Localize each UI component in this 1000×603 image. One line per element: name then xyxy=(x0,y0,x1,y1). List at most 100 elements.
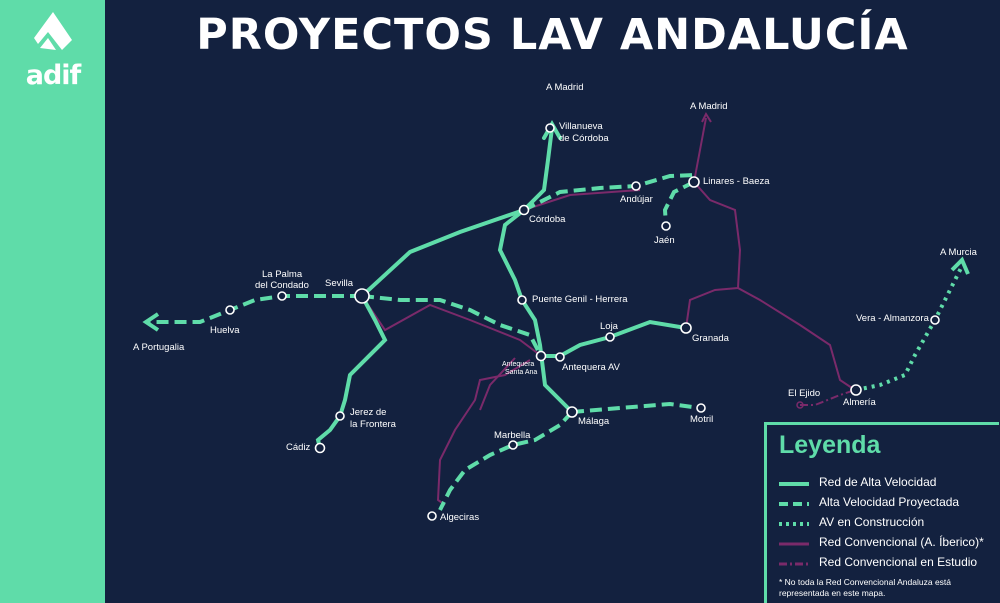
label-vera: Vera - Almanzora xyxy=(856,313,930,324)
proj-sevilla-portugal xyxy=(148,294,362,324)
station-antequera-sa xyxy=(535,350,547,362)
label-huelva: Huelva xyxy=(210,325,240,336)
legend-note: * No toda la Red Convencional Andaluza e… xyxy=(779,577,952,598)
label-villanueva-2: de Córdoba xyxy=(559,133,609,144)
label-puente-genil: Puente Genil - Herrera xyxy=(532,294,628,305)
legend-label: Red de Alta Velocidad xyxy=(819,475,937,489)
station-jerez xyxy=(335,411,345,421)
station-loja xyxy=(605,332,615,342)
dashdot-purple-line-icon xyxy=(779,562,809,566)
legend-label: Red Convencional (A. Íberico)* xyxy=(819,535,984,549)
station-almeria xyxy=(850,384,862,396)
label-jerez-2: la Frontera xyxy=(350,419,397,430)
station-granada xyxy=(680,322,692,334)
station-marbella xyxy=(508,440,518,450)
proj-malaga-motril xyxy=(571,401,701,414)
conv-antequera-marbella xyxy=(479,357,516,411)
projected-network xyxy=(148,173,701,511)
hs-madrid-cordoba xyxy=(522,126,554,212)
legend-item-high-speed: Red de Alta Velocidad xyxy=(779,475,1000,493)
station-vera xyxy=(930,315,940,325)
station-algeciras xyxy=(427,511,437,521)
dotted-green-line-icon xyxy=(779,522,809,526)
brand-sidebar: adif xyxy=(0,0,105,603)
arrow-portugal xyxy=(142,312,160,332)
adif-logo: adif xyxy=(10,10,96,91)
label-andujar: Andújar xyxy=(620,194,653,205)
hs-cordoba-sevilla xyxy=(360,208,526,298)
station-cadiz xyxy=(314,442,326,454)
legend-item-construction: AV en Construcción xyxy=(779,515,1000,533)
station-malaga xyxy=(566,406,578,418)
station-puente-genil xyxy=(517,295,527,305)
label-cadiz: Cádiz xyxy=(286,442,311,453)
station-huelva xyxy=(225,305,235,315)
solid-purple-line-icon xyxy=(779,542,809,546)
label-jaen: Jaén xyxy=(654,235,675,246)
label-loja: Loja xyxy=(600,321,619,332)
label-motril: Motril xyxy=(690,414,713,425)
legend-item-projected: Alta Velocidad Proyectada xyxy=(779,495,1000,513)
label-malaga: Málaga xyxy=(578,416,610,427)
station-motril xyxy=(696,403,706,413)
label-jerez-1: Jerez de xyxy=(350,407,386,418)
adif-logo-icon xyxy=(34,12,72,50)
conv-sevilla-antequera xyxy=(361,295,541,356)
station-sevilla xyxy=(354,288,370,304)
hs-sevilla-cadiz xyxy=(315,294,388,450)
station-villanueva xyxy=(545,123,555,133)
label-a-portugalia: A Portugalia xyxy=(133,342,185,353)
label-sevilla: Sevilla xyxy=(325,278,354,289)
page-title: PROYECTOS LAV ANDALUCÍA xyxy=(196,10,909,60)
proj-linares-jaen xyxy=(662,180,695,227)
conventional-network xyxy=(361,117,856,506)
conv-granada-link xyxy=(685,287,739,329)
station-jaen xyxy=(661,221,671,231)
label-antequera-av: Antequera AV xyxy=(562,362,621,373)
station-andujar xyxy=(631,181,641,191)
conv-madrid-linares xyxy=(693,117,707,183)
legend-label: AV en Construcción xyxy=(819,515,925,529)
solid-green-line-icon xyxy=(779,482,809,486)
station-linares xyxy=(688,176,700,188)
map-legend: Leyenda Red de Alta Velocidad Alta Veloc… xyxy=(764,422,999,603)
station-el-ejido xyxy=(796,401,804,409)
legend-label: Alta Velocidad Proyectada xyxy=(819,495,960,509)
arrow-madrid-conv xyxy=(701,111,712,123)
proj-cordoba-linares xyxy=(523,173,695,212)
label-granada: Granada xyxy=(692,333,730,344)
label-a-madrid-1: A Madrid xyxy=(546,82,584,93)
label-la-palma-2: del Condado xyxy=(255,280,309,291)
station-cordoba xyxy=(518,204,530,216)
label-a-madrid-2: A Madrid xyxy=(690,101,728,112)
conv-linares-almeria xyxy=(693,181,856,391)
label-cordoba: Córdoba xyxy=(529,214,566,225)
logo-text: adif xyxy=(25,60,82,91)
proj-malaga-algeciras xyxy=(438,410,574,511)
label-la-palma-1: La Palma xyxy=(262,269,303,280)
station-la-palma xyxy=(277,291,287,301)
label-algeciras: Algeciras xyxy=(440,512,479,523)
arrow-murcia xyxy=(950,256,970,275)
legend-item-conventional: Red Convencional (A. Íberico)* xyxy=(779,535,1000,553)
station-antequera-av xyxy=(555,352,565,362)
label-marbella: Marbella xyxy=(494,430,531,441)
legend-label: Red Convencional en Estudio xyxy=(819,555,978,569)
conv-study-el-ejido xyxy=(800,389,856,406)
label-villanueva-1: Villanueva xyxy=(559,121,603,132)
label-almeria: Almería xyxy=(843,397,876,408)
legend-item-conventional-study: Red Convencional en Estudio xyxy=(779,555,1000,573)
high-speed-network xyxy=(315,126,688,450)
dashed-green-line-icon xyxy=(779,502,809,506)
conv-antequera-algeciras xyxy=(436,359,531,506)
label-antequera-sa-1: Antequera xyxy=(502,361,534,368)
label-antequera-sa-2: Santa Ana xyxy=(505,369,537,376)
conv-cordoba-andujar xyxy=(523,189,641,211)
legend-title: Leyenda xyxy=(779,431,881,459)
proj-sevilla-antequera xyxy=(361,294,543,357)
stations xyxy=(225,123,940,521)
hs-cordoba-malaga xyxy=(497,208,574,414)
label-linares: Linares - Baeza xyxy=(703,176,770,187)
label-a-murcia: A Murcia xyxy=(940,247,978,258)
